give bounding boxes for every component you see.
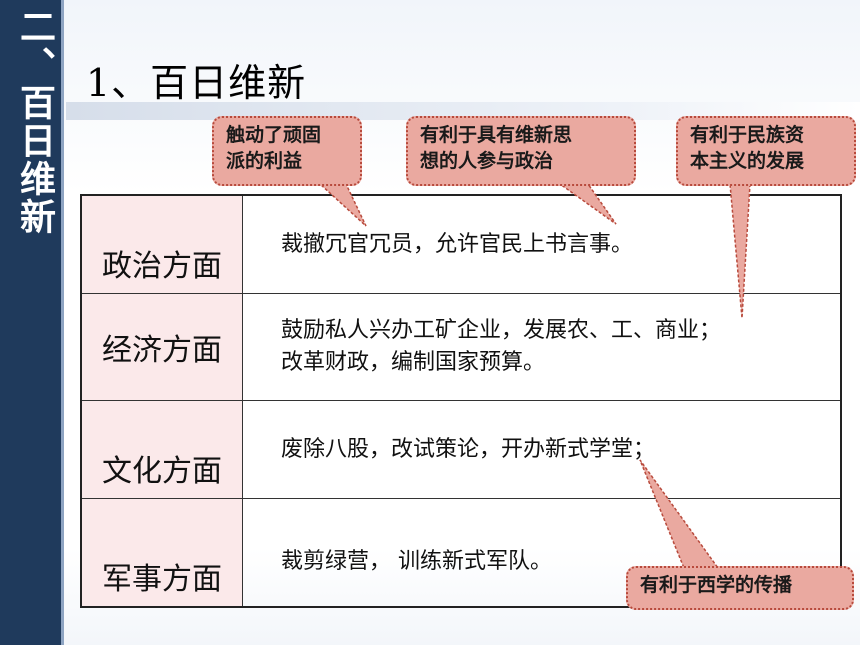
reform-line: 鼓励私人兴办工矿企业，发展农、工、商业； <box>281 318 722 343</box>
aspect-label: 文化方面 <box>80 400 243 499</box>
callout-line: 派的利益 <box>226 150 303 172</box>
aspect-label: 政治方面 <box>80 194 243 294</box>
reform-line: 废除八股，改试策论，开办新式学堂； <box>281 436 656 462</box>
callout-pointer <box>729 183 751 319</box>
callout-capitalism: 有利于民族资 本主义的发展 <box>676 116 856 186</box>
reform-content: 废除八股，改试策论，开办新式学堂； <box>242 400 842 499</box>
table-row: 军事方面 裁剪绿营， 训练新式军队。 <box>80 498 842 608</box>
callout-western-learning: 有利于西学的传播 <box>626 566 854 610</box>
reform-line: 改革财政，编制国家预算。 <box>281 350 546 375</box>
callout-politics: 有利于具有维新思 想的人参与政治 <box>406 116 636 186</box>
callout-pointer <box>639 459 720 569</box>
page-title: 1、百日维新 <box>86 61 307 105</box>
callout-line: 有利于民族资 <box>690 124 805 146</box>
callout-line: 触动了顽固 <box>226 124 322 146</box>
callout-pointer <box>557 183 617 225</box>
title-underline-bar <box>66 102 860 120</box>
section-title: 二、百日维新 <box>14 8 55 236</box>
sidebar: 二、百日维新 <box>0 0 64 645</box>
callout-interest: 触动了顽固 派的利益 <box>212 116 362 186</box>
callout-line: 有利于具有维新思 <box>420 124 573 146</box>
reform-line: 裁剪绿营， 训练新式军队。 <box>281 549 552 574</box>
aspect-label: 军事方面 <box>80 498 243 608</box>
callout-line: 本主义的发展 <box>690 150 805 172</box>
callout-line: 想的人参与政治 <box>420 150 554 172</box>
aspect-label: 经济方面 <box>80 293 243 401</box>
table-row: 文化方面 废除八股，改试策论，开办新式学堂； <box>80 400 842 499</box>
reform-line: 裁撤冗官冗员，允许官民上书言事。 <box>281 231 634 257</box>
callout-line: 有利于西学的传播 <box>640 574 793 596</box>
callout-pointer <box>318 183 367 227</box>
